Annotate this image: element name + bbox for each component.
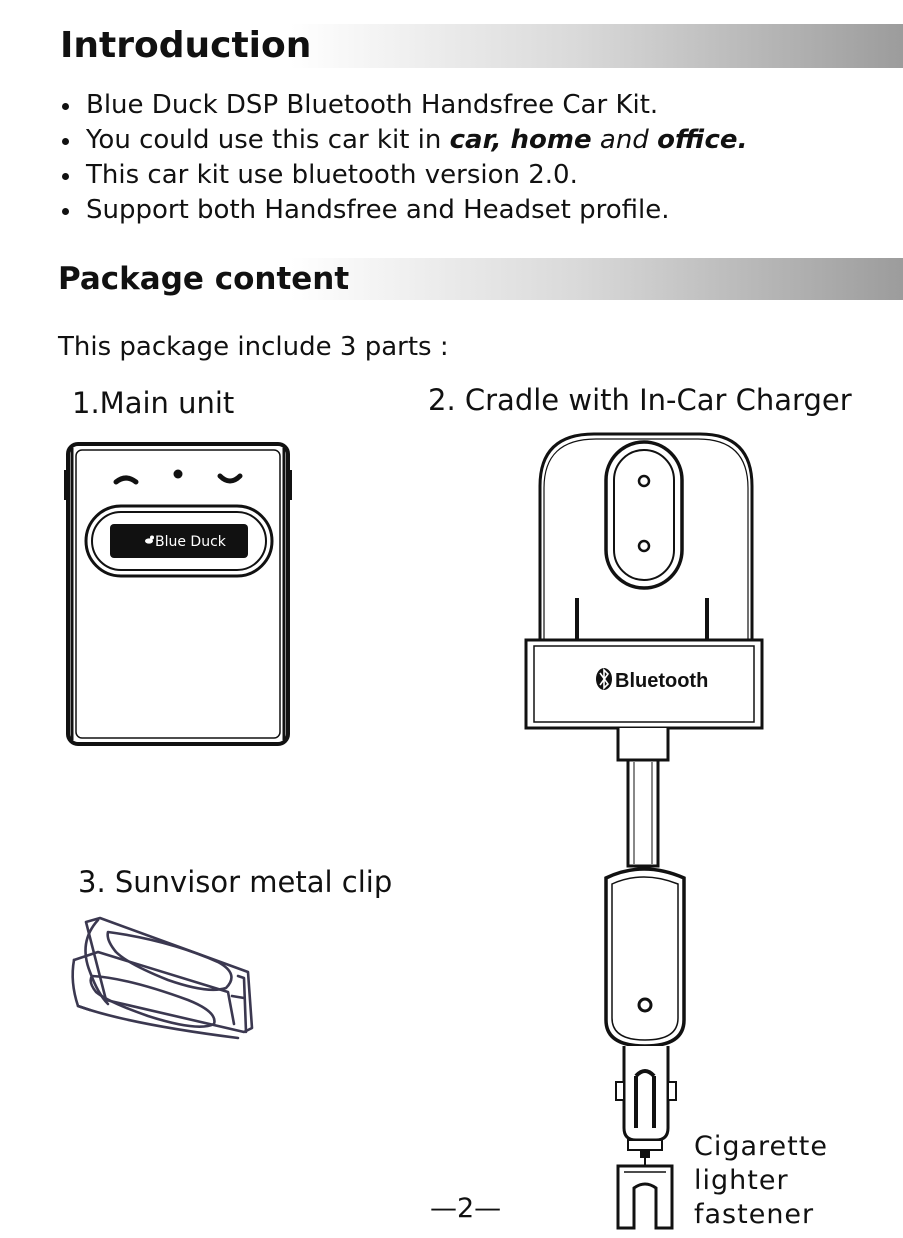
part-label-cradle: 2. Cradle with In-Car Charger <box>428 383 852 417</box>
part-label-sunvisor-clip: 3. Sunvisor metal clip <box>78 865 393 899</box>
bullet-text-emphasis-1: car, home <box>449 125 592 155</box>
brand-logo-text: Blue Duck <box>155 534 227 550</box>
led-indicator <box>173 469 183 479</box>
list-item: This car kit use bluetooth version 2.0. <box>58 158 747 193</box>
cradle-illustration: Bluetooth <box>524 432 764 1230</box>
bluetooth-logo-text: Bluetooth <box>615 670 708 692</box>
bullet-text-emphasis-2: office. <box>657 125 748 155</box>
bluetooth-icon <box>596 668 612 690</box>
list-item: Blue Duck DSP Bluetooth Handsfree Car Ki… <box>58 88 747 123</box>
label-line: fastener <box>694 1199 815 1230</box>
page-number: —2— <box>430 1193 502 1224</box>
bullet-text: Blue Duck DSP Bluetooth Handsfree Car Ki… <box>86 90 659 120</box>
bullet-text: Support both Handsfree and Headset profi… <box>86 195 670 225</box>
handset-on-icon <box>217 473 243 484</box>
bullet-text-mid: and <box>591 125 658 155</box>
label-line: Cigarette <box>694 1131 828 1162</box>
package-header-bar <box>52 258 903 300</box>
bullet-text-pre: You could use this car kit in <box>86 125 450 155</box>
introduction-header-bar <box>52 24 903 68</box>
bullet-text: This car kit use bluetooth version 2.0. <box>86 160 578 190</box>
introduction-list: Blue Duck DSP Bluetooth Handsfree Car Ki… <box>58 88 747 228</box>
list-item: You could use this car kit in car, home … <box>58 123 747 158</box>
package-title: Package content <box>58 261 350 297</box>
handset-off-icon <box>113 475 139 485</box>
package-intro-text: This package include 3 parts : <box>58 332 449 362</box>
sunvisor-clip-illustration <box>71 916 254 1040</box>
label-line: lighter <box>694 1165 789 1196</box>
list-item: Support both Handsfree and Headset profi… <box>58 193 747 228</box>
introduction-title: Introduction <box>60 25 312 66</box>
cigarette-lighter-label: Cigarette lighter fastener <box>694 1130 828 1232</box>
duck-icon <box>145 535 154 544</box>
part-label-main-unit: 1.Main unit <box>72 386 235 420</box>
main-unit-illustration: Blue Duck <box>64 442 292 746</box>
